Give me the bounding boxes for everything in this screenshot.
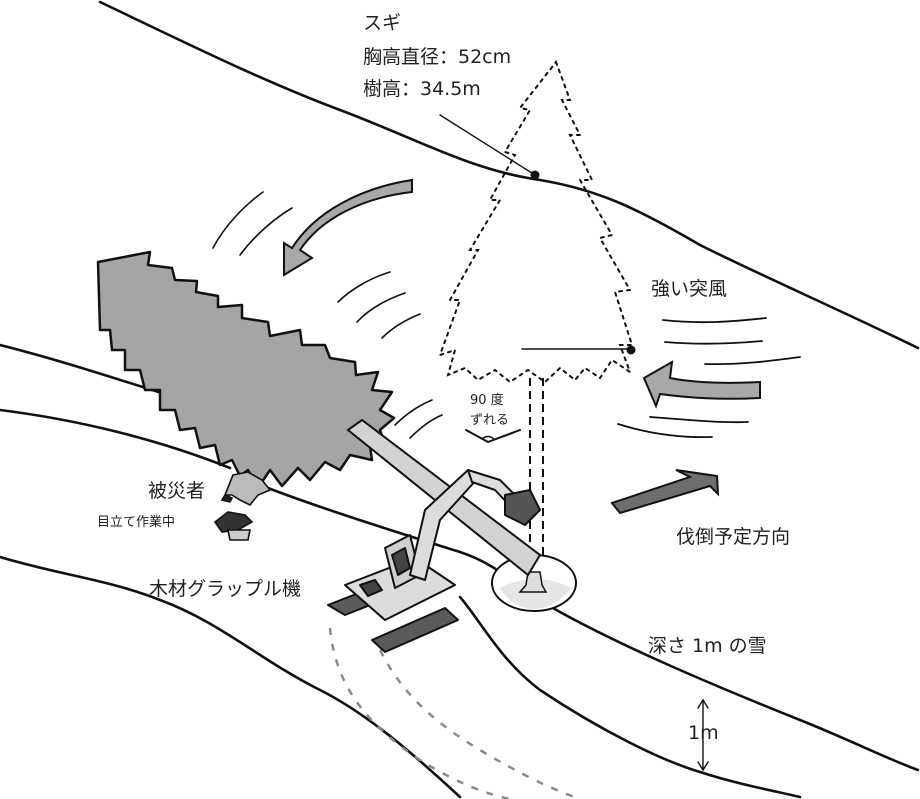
wind-arrow-icon [642, 360, 761, 409]
height-leader-line [439, 114, 536, 176]
direction-arrow-icon [610, 469, 720, 515]
victim-label: 被災者 [148, 480, 206, 502]
road-edge-upper [266, 486, 920, 772]
machine-label: 木材グラップル機 [149, 578, 302, 600]
excavator-grapple [504, 489, 541, 526]
falling-tree-crown [96, 250, 396, 490]
excavator-cab-window [391, 547, 411, 576]
angle-arc [481, 435, 495, 440]
tree-species-label: スギ [363, 12, 402, 34]
motion-lines [212, 191, 443, 439]
victim-figure-icon [220, 471, 272, 507]
grapple-machine-icon [327, 469, 541, 653]
height-marker-dot [530, 170, 540, 180]
snow-depth-label: 深さ 1m の雪 [648, 635, 767, 657]
planned-direction-label: 伐倒予定方向 [676, 526, 791, 548]
angle-mark [465, 429, 521, 443]
stump-area [500, 579, 572, 609]
track-marks-left [328, 627, 511, 799]
tree-diameter-label: 胸高直径：52cm [363, 46, 512, 68]
depth-dimension [697, 698, 709, 772]
diameter-marker-dot [626, 345, 636, 355]
offset-label-2: ずれる [470, 413, 510, 428]
original-tree-outline [438, 59, 634, 384]
mid-slope-line-2 [0, 408, 232, 470]
excavator-seat [359, 579, 383, 597]
offset-label: 90 度 [470, 393, 504, 408]
wind-lines [617, 317, 801, 439]
worker-figure-icon [213, 511, 254, 541]
track-marks-right [378, 649, 581, 799]
snow-surface-line [458, 595, 802, 799]
excavator-track-right [371, 607, 459, 653]
wind-label: 強い突風 [651, 278, 728, 300]
upper-slope-line [98, 0, 920, 350]
tree-height-label: 樹高：34.5m [363, 78, 481, 100]
road-edge-lower [0, 555, 462, 799]
snow-dimension-label: 1m [688, 722, 719, 744]
spotter-label: 目立て作業中 [97, 515, 176, 530]
fall-arrow-icon [283, 178, 413, 277]
